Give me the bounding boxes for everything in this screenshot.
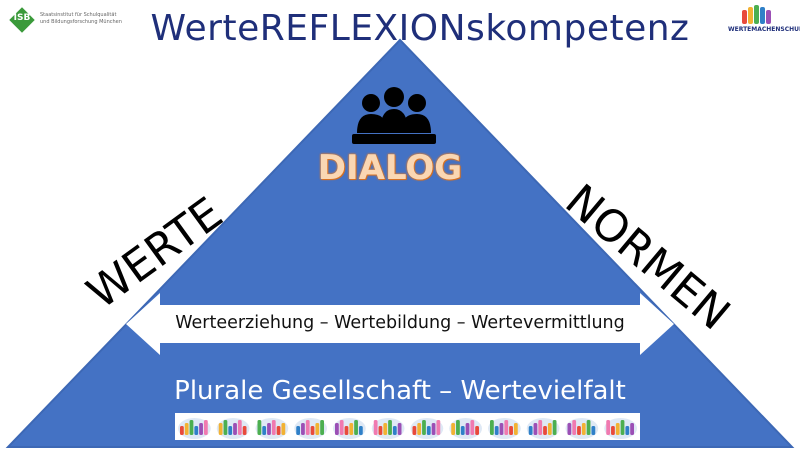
colorful-hands-icon (255, 418, 289, 439)
colorful-hands-icon (526, 418, 560, 439)
colorful-hands-icon (604, 418, 637, 439)
group-meeting-icon (352, 87, 436, 144)
isb-logo-line1: Staatsinstitut für Schulqualität (40, 12, 117, 18)
colorful-hands-icon (371, 418, 405, 439)
isb-badge-text: ISB (13, 13, 31, 23)
arrow-label: Werteerziehung – Wertebildung – Wertever… (175, 313, 625, 333)
werte-machen-schule-text: WERTEMACHENSCHULE (728, 26, 800, 33)
werte-machen-schule-logo: WERTEMACHENSCHULE (728, 4, 800, 38)
value-pyramid-triangle (5, 38, 795, 448)
colorful-hands-icon (333, 418, 366, 439)
colorful-hands-icon (178, 418, 211, 439)
dialog-label: DIALOG (317, 148, 463, 188)
diversity-image-strip (175, 413, 640, 440)
isb-logo: ISB Staatsinstitut für Schulqualität und… (9, 7, 130, 33)
page-title: WerteREFLEXIONskompetenz (150, 8, 690, 49)
society-label: Plurale Gesellschaft – Wertevielfalt (174, 376, 626, 406)
double-headed-arrow (126, 293, 674, 355)
colorful-hands-logo-icon (742, 5, 771, 24)
diversity-strip-background (175, 413, 640, 440)
colorful-hands-icon (488, 418, 521, 439)
colorful-hands-icon (294, 418, 327, 439)
isb-logo-line2: und Bildungsforschung München (40, 19, 122, 25)
colorful-hands-icon (216, 418, 250, 439)
colorful-hands-icon (565, 418, 599, 439)
colorful-hands-icon (449, 418, 482, 439)
colorful-hands-icon (410, 418, 444, 439)
